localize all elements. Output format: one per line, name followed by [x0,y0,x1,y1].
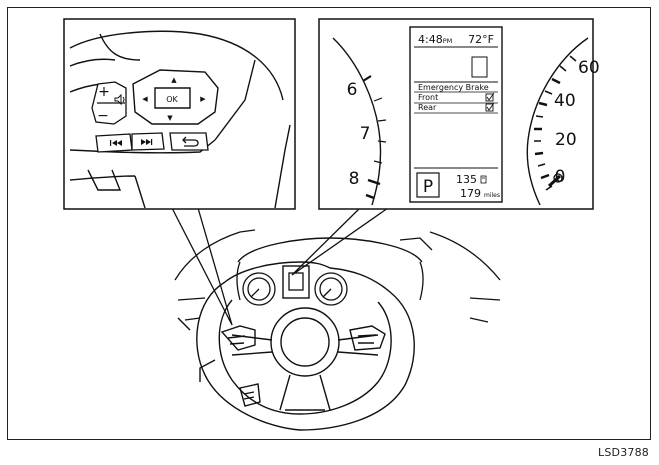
rear-label: Rear [418,103,437,112]
rear-checkbox [485,103,494,112]
down-arrow-icon[interactable]: ▼ [167,114,173,122]
front-checkbox [485,93,494,102]
speed-label-40: 40 [554,91,576,111]
outside-temperature: 72°F [468,33,494,46]
left-arrow-icon[interactable]: ◀ [142,95,148,103]
fuel-range: 135 [456,173,477,186]
cluster-callout: 6 7 8 60 40 20 0 [318,18,600,210]
gear-indicator: P [423,177,433,197]
front-check-icon [486,92,495,101]
volume-control[interactable] [91,81,127,125]
speed-label-60: 60 [578,58,600,78]
emergency-brake-title: Emergency Brake [418,83,489,92]
speedometer [526,37,589,206]
right-arrow-icon[interactable]: ▶ [200,95,206,103]
volume-down-label: − [97,108,109,124]
display-image-placeholder [471,56,488,78]
speaker-icon [114,93,125,106]
front-label: Front [418,93,438,102]
gear-indicator-box [416,172,440,198]
up-arrow-icon[interactable]: ▲ [171,76,177,84]
speed-label-0: 0 [555,167,566,187]
information-display [409,26,503,203]
figure-frame [7,7,651,440]
rear-check-icon [486,102,495,111]
previous-track-icon [110,140,122,146]
tach-label-8: 8 [349,169,360,189]
figure-id-label: LSD3788 [598,446,649,459]
clock-time: 4:48PM [418,33,452,46]
switch-callout: + − OK ▲ ▼ ◀ ▶ [63,18,296,210]
volume-up-label: + [98,84,110,100]
tachometer [332,37,387,206]
fuel-icon [480,175,487,184]
ok-button[interactable]: OK [166,95,178,104]
back-button[interactable] [169,132,209,151]
callout-leaders [171,207,389,326]
tach-label-6: 6 [347,80,358,100]
steering-wheel [177,261,415,431]
speed-label-20: 20 [555,130,577,150]
next-track-icon [141,139,153,145]
tach-label-7: 7 [360,124,371,144]
ok-dpad[interactable] [132,69,219,125]
return-icon [182,136,199,147]
